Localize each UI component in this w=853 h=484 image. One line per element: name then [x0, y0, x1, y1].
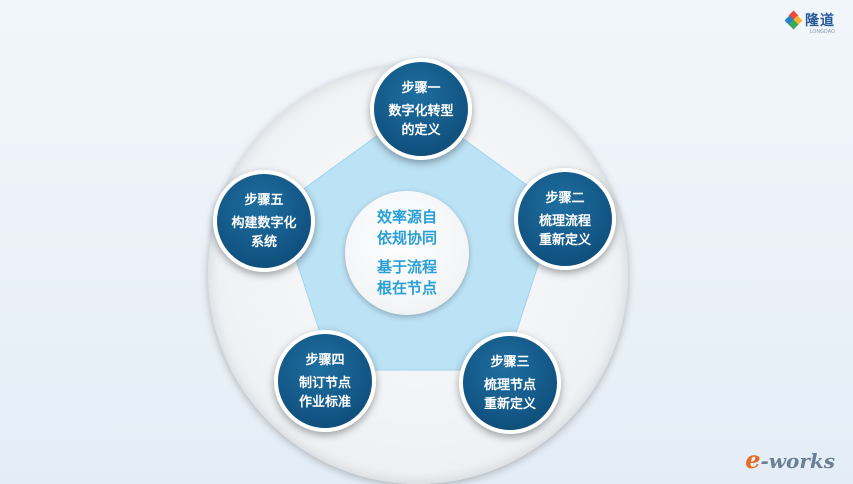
step-4-title: 步骤四 — [305, 352, 345, 368]
step-5-line-2: 系统 — [250, 234, 277, 250]
step-3-node: 步骤三 梳理节点 重新定义 — [459, 332, 561, 434]
brand-logo: 隆道 — [784, 10, 835, 30]
eworks-rest: -works — [760, 449, 835, 473]
step-2-title: 步骤二 — [545, 190, 585, 206]
center-circle: 效率源自 依规协同 基于流程 根在节点 — [345, 191, 469, 315]
step-1-line-2: 的定义 — [401, 122, 441, 138]
step-3-line-1: 梳理节点 — [483, 377, 536, 393]
brand-logo-text: 隆道 — [805, 13, 835, 29]
eworks-watermark: e-works — [745, 445, 835, 474]
diamond-logo-icon — [784, 10, 803, 30]
step-2-line-1: 梳理流程 — [538, 213, 591, 229]
step-4-node: 步骤四 制订节点 作业标准 — [274, 330, 376, 432]
step-4-line-2: 作业标准 — [298, 394, 351, 410]
center-line-3: 基于流程 — [376, 258, 437, 276]
step-4-line-1: 制订节点 — [298, 375, 351, 391]
step-5-line-1: 构建数字化 — [231, 215, 297, 231]
step-2-node: 步骤二 梳理流程 重新定义 — [514, 168, 616, 270]
step-2-line-2: 重新定义 — [538, 232, 591, 248]
step-5-node: 步骤五 构建数字化 系统 — [213, 170, 315, 272]
step-1-node: 步骤一 数字化转型 的定义 — [370, 58, 472, 160]
eworks-e: e — [745, 445, 761, 474]
center-line-2: 依规协同 — [376, 229, 437, 247]
step-5-title: 步骤五 — [244, 192, 284, 208]
step-3-line-2: 重新定义 — [483, 396, 536, 412]
step-1-title: 步骤一 — [401, 80, 441, 96]
brand-logo-subtext: LONGDAO — [809, 29, 835, 35]
step-3-title: 步骤三 — [490, 354, 530, 370]
center-line-4: 根在节点 — [376, 279, 437, 297]
step-1-line-1: 数字化转型 — [388, 103, 454, 119]
center-line-1: 效率源自 — [376, 208, 437, 226]
